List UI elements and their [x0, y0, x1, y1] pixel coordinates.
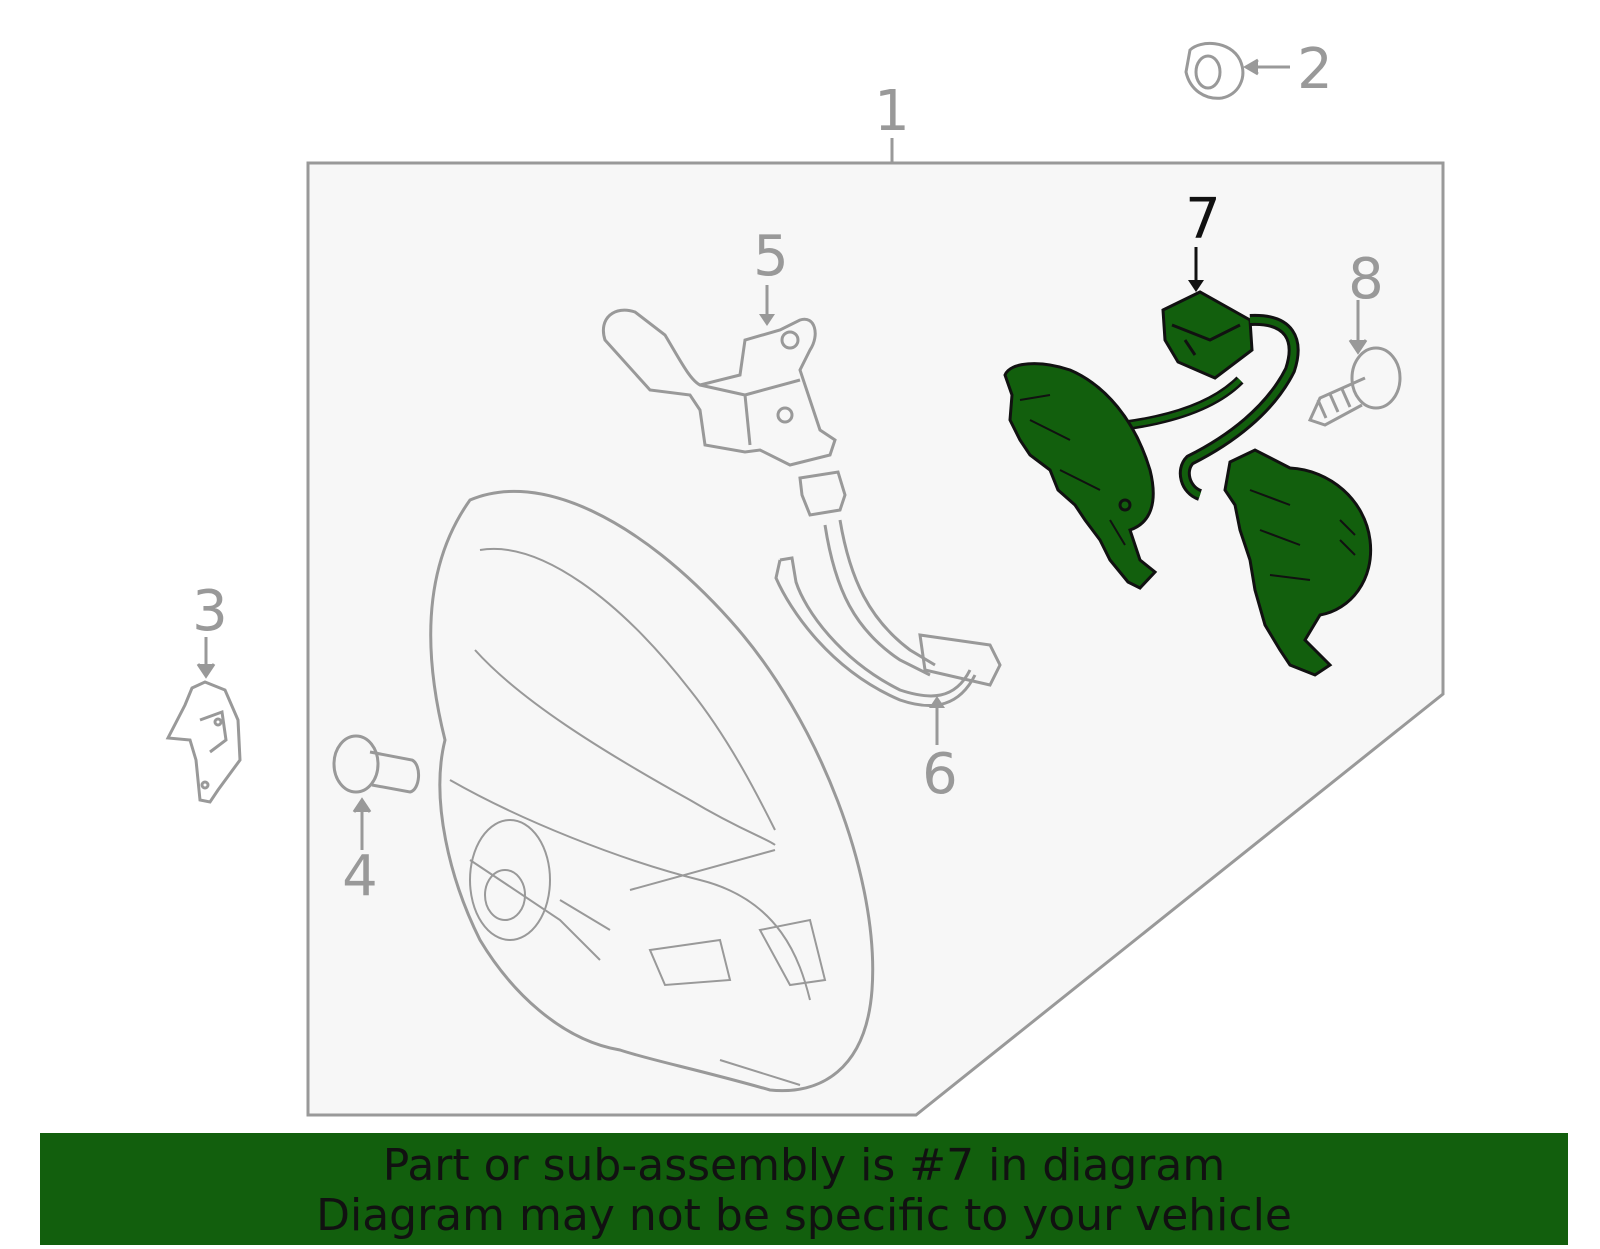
callout-8: 8: [1348, 247, 1384, 312]
highlighted-part-7: [1003, 290, 1373, 677]
callout-5: 5: [753, 224, 789, 289]
callout-3: 3: [192, 579, 228, 644]
banner-line-1: Part or sub-assembly is #7 in diagram: [382, 1140, 1226, 1191]
banner-line-2: Diagram may not be specific to your vehi…: [316, 1190, 1292, 1241]
callout-6: 6: [922, 742, 958, 807]
callout-2: 2: [1297, 37, 1333, 102]
leader-arrows: [759, 247, 1204, 745]
callout-7: 7: [1185, 187, 1221, 252]
wire-harness-6: [774, 519, 1002, 708]
bolt-8: [1307, 300, 1402, 427]
pin-4: [332, 734, 420, 850]
callout-1: 1: [874, 79, 910, 144]
steering-wheel: [429, 490, 875, 1093]
switch-assembly-5: [602, 308, 847, 517]
nut-2: [1184, 41, 1290, 100]
callout-4: 4: [342, 844, 378, 909]
bracket-3: [165, 637, 242, 804]
info-banner: Part or sub-assembly is #7 in diagram Di…: [40, 1133, 1568, 1245]
